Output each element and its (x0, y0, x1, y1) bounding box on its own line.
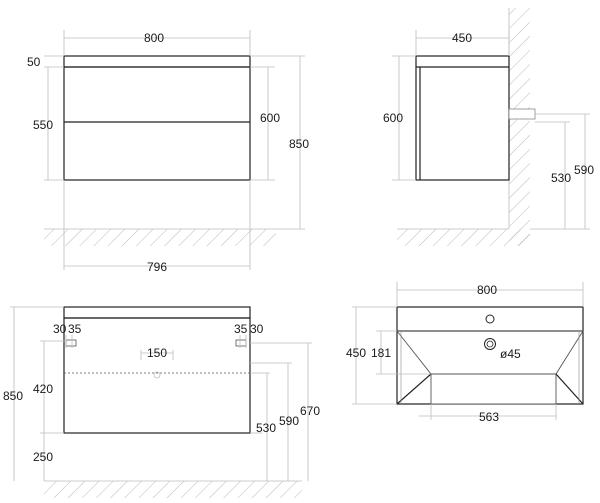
install-floor (44, 481, 302, 498)
side-cabinet (415, 55, 510, 181)
install-bracket-gap-label: 150 (147, 346, 167, 360)
top-width-label: 800 (477, 283, 497, 297)
top-bowl-bottom (430, 373, 557, 405)
front-drawer-height-label: 600 (260, 111, 280, 125)
install-right-offset-a: 30 (250, 322, 264, 336)
top-bowl-width-label: 563 (479, 410, 499, 424)
side-wall-bracket (508, 108, 536, 120)
top-bowl-offset-label: 181 (371, 346, 391, 360)
install-left-bracket (65, 339, 77, 347)
top-view: 800 450 181 ø45 563 (346, 282, 584, 424)
front-floor (44, 229, 276, 246)
install-level-590-label: 590 (279, 414, 299, 428)
top-faucet-hole (485, 314, 495, 324)
install-floor-gap-label: 250 (33, 450, 53, 464)
install-level-670-label: 670 (300, 404, 320, 418)
front-bottom-width-label: 796 (147, 260, 167, 274)
install-upper-zone-label: 420 (33, 382, 53, 396)
install-right-bracket (235, 339, 247, 347)
front-lower-drawer-label: 550 (33, 118, 53, 132)
install-left-offset-a: 30 (53, 322, 67, 336)
side-wall-top-height-label: 590 (574, 163, 594, 177)
install-view: 30 35 35 30 150 420 850 250 530 590 670 (3, 306, 320, 498)
front-total-height-label: 850 (289, 137, 309, 151)
install-right-offset-b: 35 (234, 322, 248, 336)
front-cabinet-body (63, 66, 251, 181)
front-view: 800 50 550 600 850 796 (27, 30, 309, 274)
install-level-530-label: 530 (256, 421, 276, 435)
install-left-offset-b: 35 (68, 322, 82, 336)
front-width-label: 800 (144, 31, 164, 45)
top-bowl-bevel (396, 330, 584, 375)
side-bracket-height-label: 530 (551, 171, 571, 185)
side-height-label: 600 (383, 111, 403, 125)
front-cabinet-top (63, 55, 251, 68)
front-top-thickness-label: 50 (27, 55, 41, 69)
side-view: 450 600 530 590 (383, 8, 594, 246)
install-cabinet-top (63, 306, 251, 319)
top-depth-label: 450 (346, 346, 366, 360)
install-cabinet-body (63, 317, 251, 434)
side-wall (509, 8, 530, 246)
install-total-label: 850 (3, 389, 23, 403)
side-depth-label: 450 (452, 31, 472, 45)
side-floor (397, 229, 530, 246)
top-drain-diameter-label: ø45 (500, 347, 521, 361)
